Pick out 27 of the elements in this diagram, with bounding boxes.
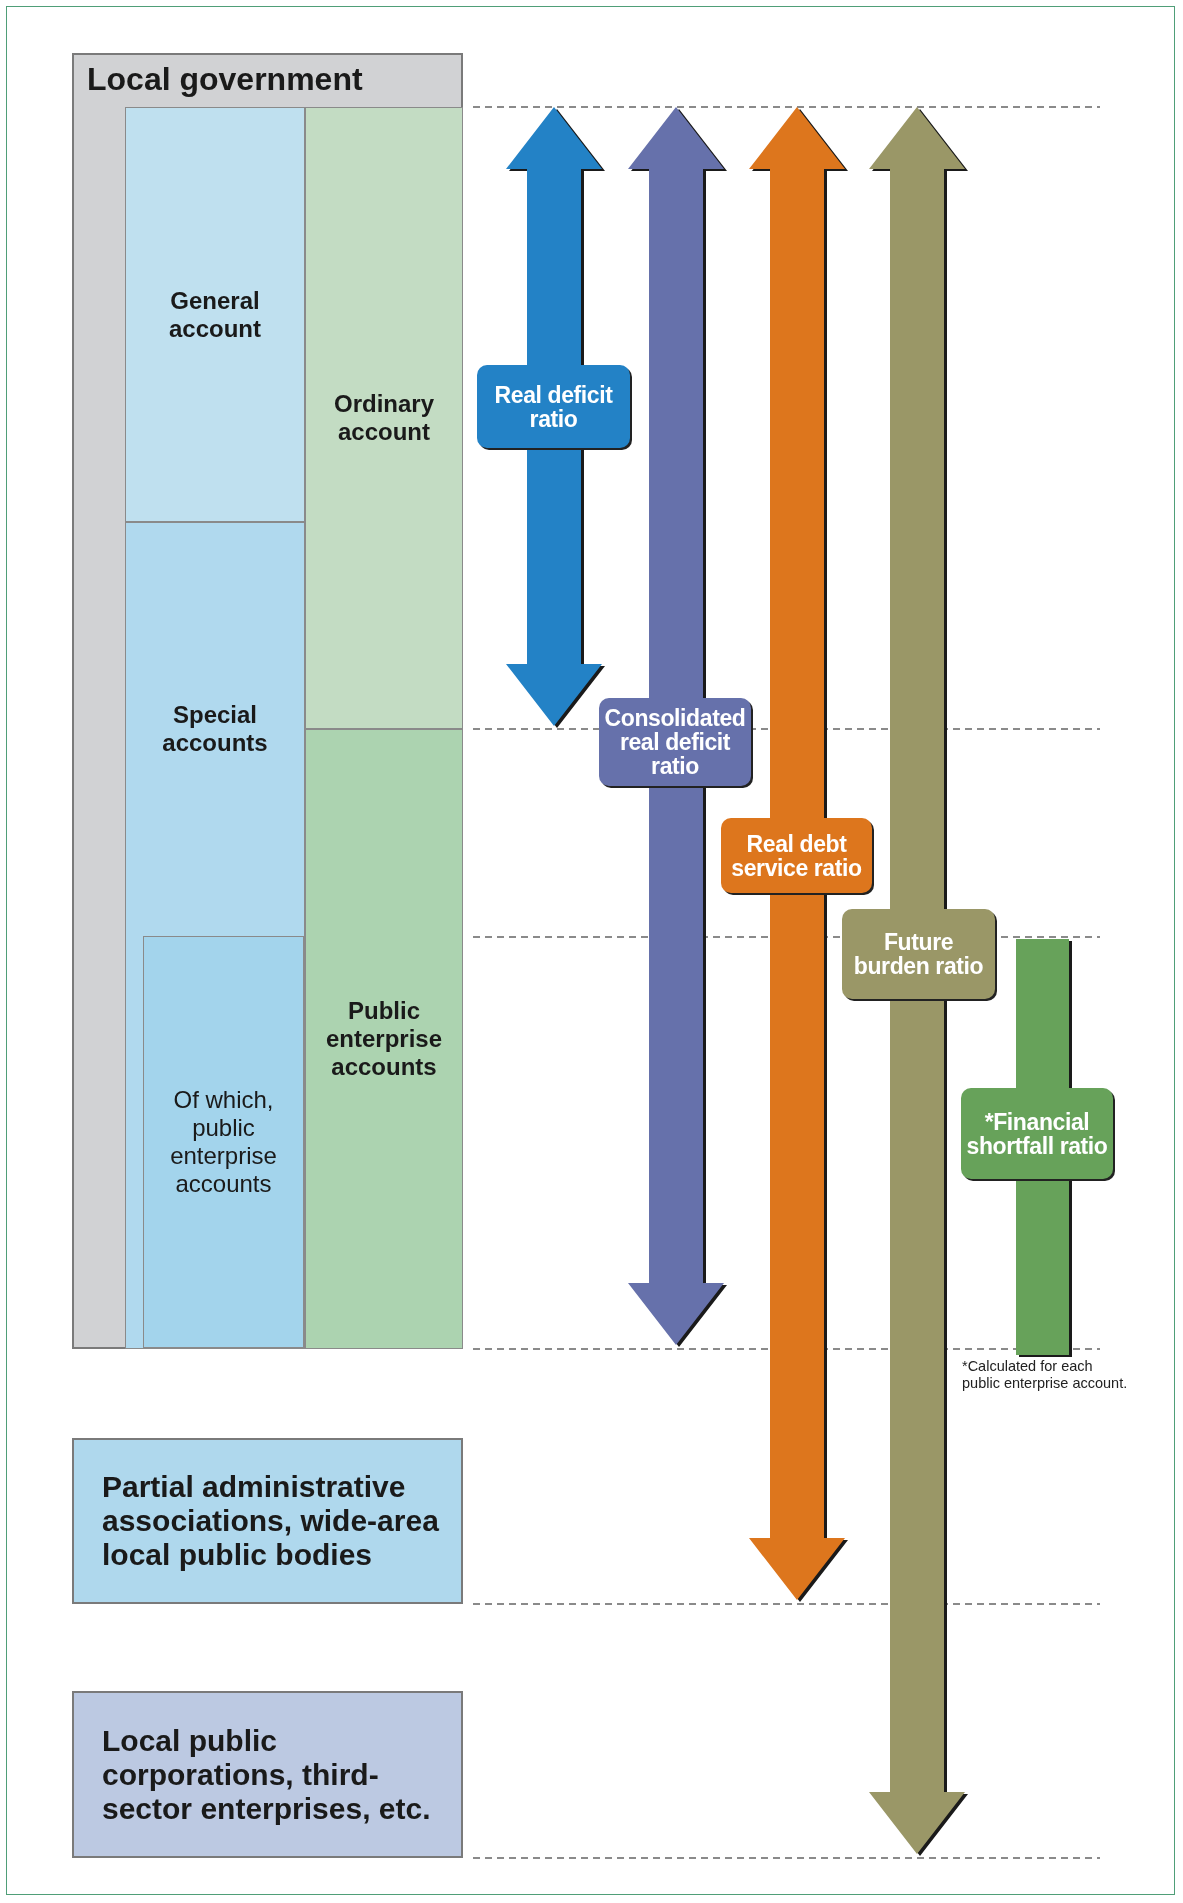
entity-box: [72, 1438, 463, 1604]
box-label: Public enterprise accounts: [324, 997, 444, 1081]
footnote-text: *Calculated for each public enterprise account.: [962, 1358, 1129, 1392]
tag-text: *Financial shortfall ratio: [965, 1109, 1109, 1158]
ratio-tag: [477, 365, 630, 448]
tag-text: Future burden ratio: [852, 930, 985, 978]
tag-text: Real debt service ratio: [730, 831, 863, 880]
ratio-tag: [721, 818, 872, 893]
heading-text: Local government: [87, 60, 363, 99]
account-box: [305, 107, 463, 729]
box-label: Special accounts: [161, 701, 269, 757]
account-box: [305, 729, 463, 1349]
tag-text: Consolidated real deficit ratio: [603, 706, 747, 778]
box-label: Partial administrative associations, wide-area local public bodies: [102, 1470, 440, 1572]
ratio-tag: [961, 1088, 1113, 1179]
ratio-tag: [599, 698, 751, 786]
account-box: [125, 107, 305, 522]
box-label: Local public corporations, third-sector enterprises, etc.: [102, 1723, 432, 1826]
container-box: [72, 53, 463, 1349]
entity-box: [72, 1691, 463, 1858]
box-label: Ordinary account: [333, 390, 435, 446]
tag-text: Real deficit ratio: [493, 382, 614, 431]
box-label: Of which, public enterprise accounts: [169, 1086, 278, 1198]
account-box: [143, 936, 304, 1348]
account-box: [125, 522, 305, 1349]
box-label: General account: [168, 286, 262, 343]
ratio-tag: [842, 909, 995, 999]
